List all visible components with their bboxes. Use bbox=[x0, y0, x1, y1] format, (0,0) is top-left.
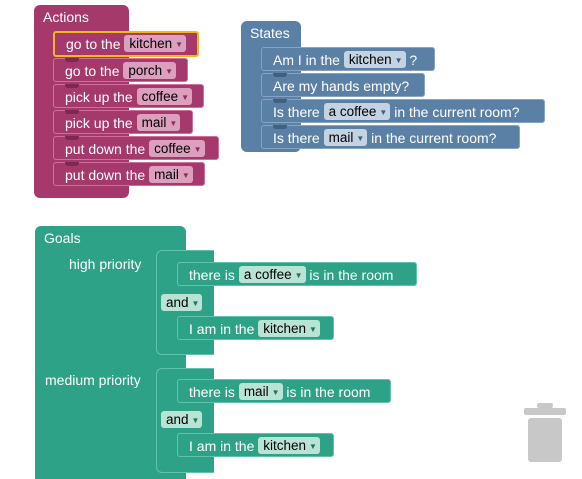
goals-title: Goals bbox=[44, 230, 81, 246]
connector-notch bbox=[65, 110, 79, 114]
item-dropdown[interactable]: mail▼ bbox=[149, 166, 193, 184]
state-hands-empty-block[interactable]: Are my hands empty? bbox=[261, 73, 425, 97]
location-dropdown[interactable]: kitchen▼ bbox=[124, 35, 187, 53]
dropdown-arrow-icon: ▼ bbox=[175, 40, 184, 50]
item-dropdown[interactable]: a coffee▼ bbox=[323, 103, 391, 121]
connector-notch bbox=[273, 73, 287, 77]
connector-notch bbox=[65, 84, 79, 88]
location-dropdown[interactable]: kitchen▼ bbox=[258, 320, 320, 338]
and-operator-dropdown[interactable]: and▼ bbox=[161, 411, 203, 428]
state-am-i-in-block[interactable]: Am I in the kitchen▼ ? bbox=[261, 47, 435, 71]
item-dropdown[interactable]: mail▼ bbox=[323, 129, 368, 147]
state-is-there-coffee-block[interactable]: Is there a coffee▼ in the current room? bbox=[261, 99, 545, 123]
medium-priority-label: medium priority bbox=[45, 372, 141, 388]
dropdown-arrow-icon: ▼ bbox=[181, 171, 190, 181]
dropdown-arrow-icon: ▼ bbox=[271, 388, 280, 398]
dropdown-arrow-icon: ▼ bbox=[356, 134, 365, 144]
dropdown-arrow-icon: ▼ bbox=[181, 93, 190, 103]
action-put-down-mail-block[interactable]: put down the mail▼ bbox=[53, 162, 205, 186]
connector-notch bbox=[273, 99, 287, 103]
item-dropdown[interactable]: mail▼ bbox=[136, 114, 181, 132]
trash-can-icon[interactable] bbox=[522, 403, 568, 463]
item-dropdown[interactable]: coffee▼ bbox=[149, 140, 205, 158]
dropdown-arrow-icon: ▼ bbox=[394, 56, 403, 66]
goal-medium-there-is-block[interactable]: there is mail▼ is in the room bbox=[177, 379, 391, 403]
dropdown-arrow-icon: ▼ bbox=[191, 415, 200, 425]
item-dropdown[interactable]: coffee▼ bbox=[136, 88, 193, 106]
dropdown-arrow-icon: ▼ bbox=[294, 271, 303, 281]
action-put-down-coffee-block[interactable]: put down the coffee▼ bbox=[53, 136, 219, 160]
dropdown-arrow-icon: ▼ bbox=[169, 119, 178, 129]
and-operator-dropdown[interactable]: and▼ bbox=[161, 294, 203, 311]
dropdown-arrow-icon: ▼ bbox=[165, 67, 174, 77]
connector-notch bbox=[65, 58, 79, 62]
action-pick-up-mail-block[interactable]: pick up the mail▼ bbox=[53, 110, 193, 134]
location-dropdown[interactable]: porch▼ bbox=[123, 62, 177, 80]
goal-medium-i-am-in-block[interactable]: I am in the kitchen▼ bbox=[177, 433, 334, 457]
location-dropdown[interactable]: kitchen▼ bbox=[343, 51, 406, 69]
goal-high-there-is-block[interactable]: there is a coffee▼ is in the room bbox=[177, 262, 417, 286]
location-dropdown[interactable]: kitchen▼ bbox=[258, 437, 320, 455]
actions-title: Actions bbox=[43, 9, 89, 25]
dropdown-arrow-icon: ▼ bbox=[309, 442, 317, 452]
states-title: States bbox=[250, 25, 290, 41]
dropdown-arrow-icon: ▼ bbox=[379, 108, 388, 118]
connector-notch bbox=[65, 162, 79, 166]
high-priority-label: high priority bbox=[69, 256, 142, 272]
goal-high-i-am-in-block[interactable]: I am in the kitchen▼ bbox=[177, 316, 334, 340]
dropdown-arrow-icon: ▼ bbox=[191, 298, 200, 308]
action-go-to-kitchen-block[interactable]: go to the kitchen▼ bbox=[53, 31, 199, 57]
item-dropdown[interactable]: mail▼ bbox=[238, 383, 283, 401]
dropdown-arrow-icon: ▼ bbox=[193, 145, 202, 155]
action-pick-up-coffee-block[interactable]: pick up the coffee▼ bbox=[53, 84, 204, 108]
item-dropdown[interactable]: a coffee▼ bbox=[238, 266, 306, 284]
connector-notch bbox=[273, 125, 287, 129]
action-go-to-porch-block[interactable]: go to the porch▼ bbox=[53, 58, 188, 82]
state-is-there-mail-block[interactable]: Is there mail▼ in the current room? bbox=[261, 125, 520, 149]
dropdown-arrow-icon: ▼ bbox=[309, 325, 317, 335]
connector-notch bbox=[65, 136, 79, 140]
